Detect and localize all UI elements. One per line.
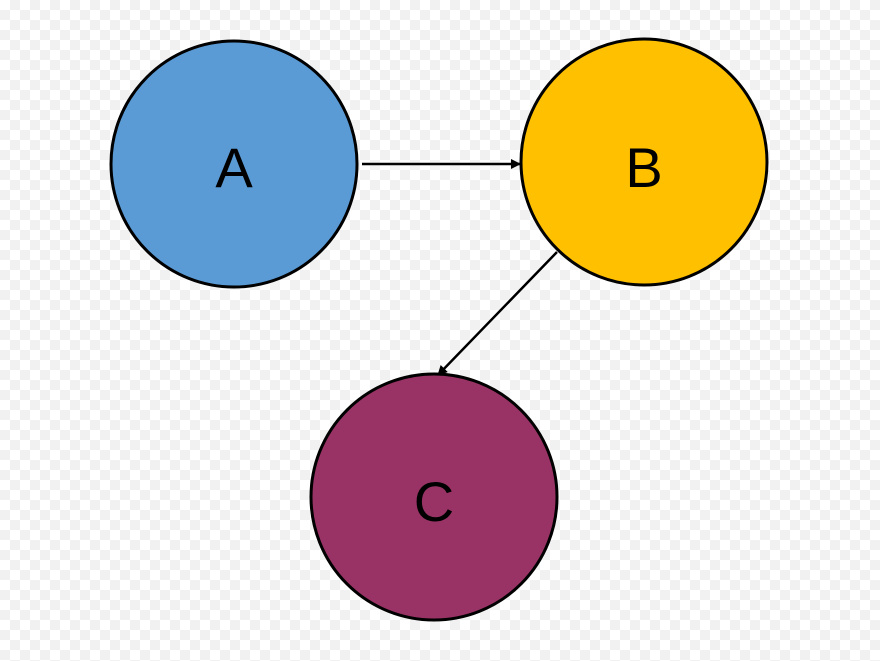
node-b-label: B: [625, 136, 662, 199]
node-c-label: C: [414, 470, 454, 533]
node-c-circle: [309, 372, 559, 622]
node-b: B: [519, 37, 769, 287]
node-a-label: A: [215, 136, 253, 199]
node-a: A: [109, 39, 359, 289]
node-c: C: [309, 372, 559, 622]
node-b-circle: [519, 37, 769, 287]
edge-b-to-c: [437, 251, 558, 376]
node-a-circle: [109, 39, 359, 289]
